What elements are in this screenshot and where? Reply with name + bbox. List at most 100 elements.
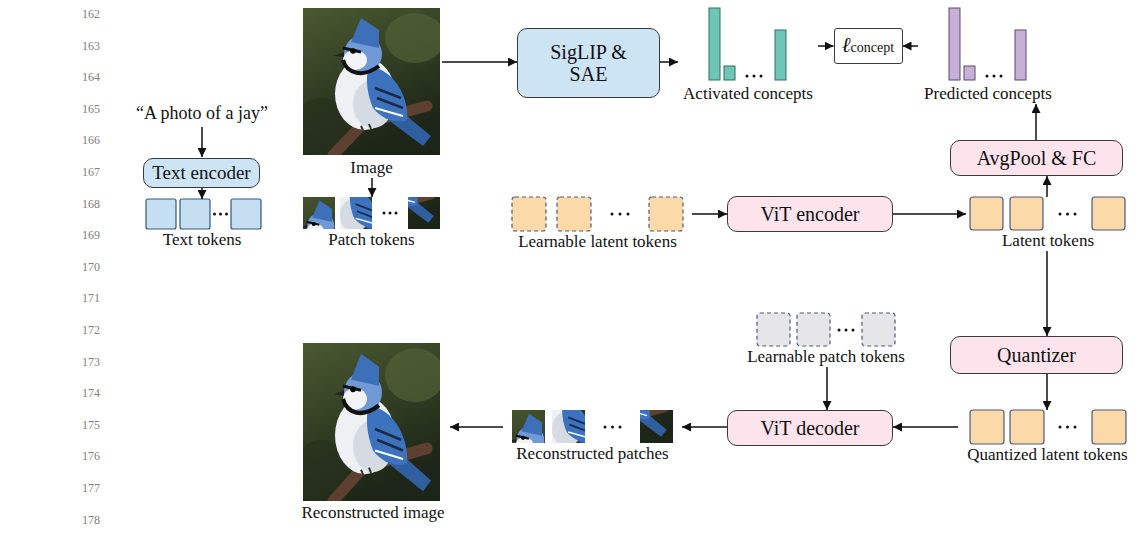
activated-bars <box>775 30 786 80</box>
token-row: Reconstructed patches <box>503 410 682 464</box>
patch-token-images <box>340 129 443 231</box>
reconstructed-patch-images <box>570 340 677 445</box>
flow-arrow <box>893 213 966 215</box>
reconstructed-patch-images <box>570 340 677 445</box>
box-label: AvgPool & FC <box>977 147 1097 169</box>
flow-arrow <box>682 426 727 428</box>
line-number: 169 <box>70 228 100 242</box>
concept-chart: Activated concepts <box>678 8 818 104</box>
learnable-patch-squares <box>797 313 830 346</box>
text-token-squares <box>225 213 228 216</box>
input-image <box>293 8 445 158</box>
learnable-patch-squares <box>757 313 790 346</box>
line-number: 171 <box>70 291 100 305</box>
concept-chart: Predicted concepts <box>918 8 1058 104</box>
line-number: 165 <box>70 102 100 116</box>
quantized-token-squares <box>970 410 1004 444</box>
text-token-squares <box>146 199 261 229</box>
latent-token-squares <box>1066 213 1069 216</box>
learnable-latent-squares <box>512 197 546 231</box>
text-token-squares <box>146 199 176 229</box>
flow-arrow <box>1046 251 1048 336</box>
flow-arrow <box>442 61 517 63</box>
line-number: 170 <box>70 260 100 274</box>
caption: Reconstructed patches <box>503 444 682 464</box>
text-token-squares <box>231 199 261 229</box>
predicted-bars <box>986 75 989 78</box>
reconstructed-image <box>293 343 445 504</box>
line-number: 177 <box>70 481 100 495</box>
flow-arrow <box>893 426 958 428</box>
predicted-bars <box>993 75 996 78</box>
prompt-arrow <box>201 127 203 157</box>
process-box: ViT decoder <box>727 410 893 446</box>
latent-token-squares <box>1010 197 1043 230</box>
box-label: Quantizer <box>997 344 1076 366</box>
reconstructed-patch-images <box>611 426 614 429</box>
line-number: 166 <box>70 133 100 147</box>
token-row: Learnable latent tokens <box>503 197 692 252</box>
activated-bars <box>753 75 756 78</box>
flow-arrow <box>450 426 503 428</box>
token-row: Patch tokens <box>298 197 445 250</box>
patch-token-images <box>271 129 443 300</box>
latent-token-squares <box>1092 197 1125 230</box>
process-box: Quantizer <box>950 336 1123 374</box>
caption: Learnable patch tokens <box>743 347 909 367</box>
learnable-patch-squares <box>862 313 895 346</box>
text-token-squares <box>180 199 210 229</box>
line-number: 172 <box>70 323 100 337</box>
predicted-bars <box>1000 75 1003 78</box>
learnable-patch-squares <box>757 313 895 346</box>
quantized-token-squares <box>970 410 1126 444</box>
reconstructed-patch-images <box>604 426 607 429</box>
learnable-latent-squares <box>512 197 683 231</box>
process-box: ViT encoder <box>727 196 893 232</box>
learnable-latent-squares <box>627 213 630 216</box>
predicted-bars <box>964 66 975 80</box>
flow-arrow <box>826 367 828 410</box>
image-node: Image <box>301 8 442 178</box>
activated-bars <box>760 75 763 78</box>
latent-token-squares <box>970 197 1125 230</box>
learnable-latent-squares <box>619 213 622 216</box>
latent-token-squares <box>1059 213 1062 216</box>
reconstructed-patch-images <box>619 426 622 429</box>
flow-arrow <box>1035 104 1037 140</box>
caption: Quantized latent tokens <box>958 445 1137 465</box>
caption: Text tokens <box>138 230 266 250</box>
token-row: Learnable patch tokens <box>743 313 909 367</box>
box-label: SigLIP & SAE <box>546 41 632 85</box>
line-number: 162 <box>70 7 100 21</box>
caption: Learnable latent tokens <box>503 232 692 252</box>
line-number: 163 <box>70 39 100 53</box>
caption: Activated concepts <box>678 84 818 104</box>
learnable-latent-squares <box>649 197 683 231</box>
flow-arrow <box>818 45 834 47</box>
learnable-latent-squares <box>557 197 591 231</box>
learnable-patch-squares <box>845 329 848 332</box>
line-number: 174 <box>70 386 100 400</box>
flow-arrow <box>660 61 678 63</box>
activated-bars <box>724 66 735 80</box>
line-number: 164 <box>70 70 100 84</box>
activated-bars <box>746 75 749 78</box>
predicted-bars <box>949 8 1026 80</box>
box-label: ViT decoder <box>761 417 860 439</box>
learnable-patch-squares <box>838 329 841 332</box>
predicted-bars <box>949 8 960 80</box>
latent-token-squares <box>970 197 1003 230</box>
line-number: 178 <box>70 513 100 527</box>
text-token-squares <box>213 213 216 216</box>
line-number: 173 <box>70 355 100 369</box>
activated-bars <box>709 8 720 80</box>
input-image <box>293 8 445 158</box>
patch-token-images <box>340 129 443 231</box>
flow-arrow <box>903 45 919 47</box>
caption: Patch tokens <box>298 230 445 250</box>
line-number: 168 <box>70 197 100 211</box>
caption: Latent tokens <box>966 231 1130 251</box>
patch-token-images <box>395 212 398 215</box>
prompt-arrow <box>202 127 203 157</box>
